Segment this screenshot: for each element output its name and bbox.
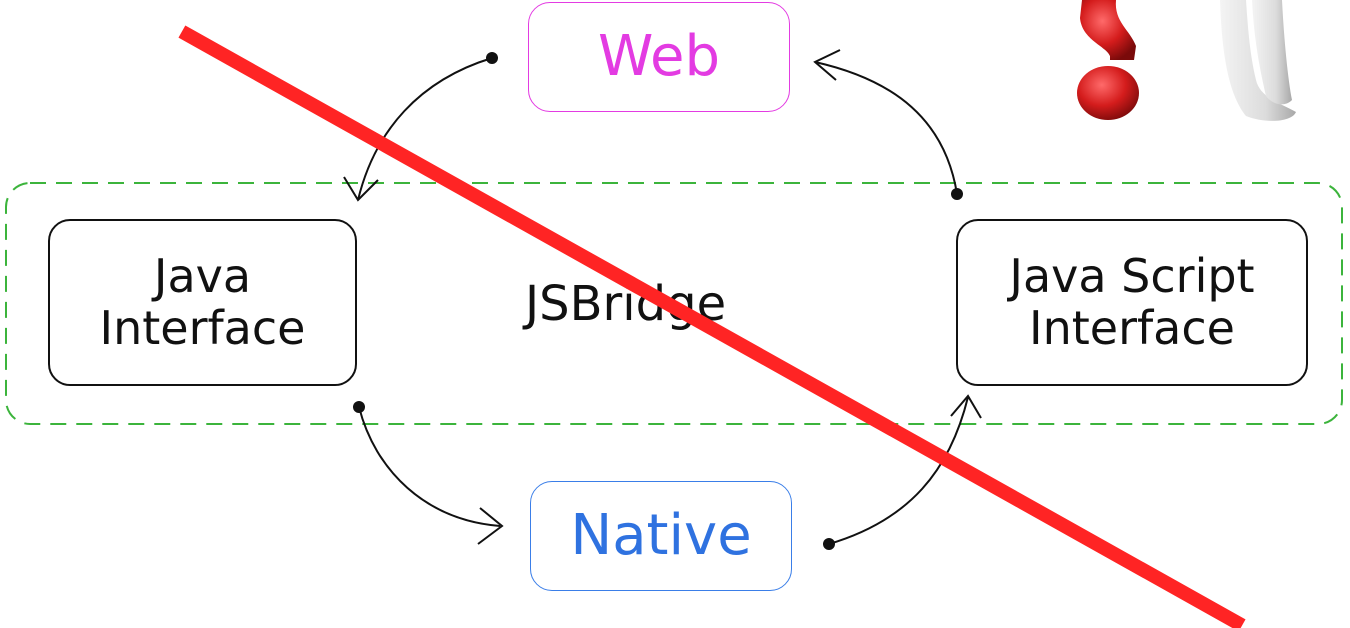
connector-dot (823, 538, 835, 550)
native-label: Native (570, 502, 752, 568)
connector-dot (353, 401, 365, 413)
java-interface-label-line2: Interface (99, 300, 306, 355)
connector-dot (486, 52, 498, 64)
jsbridge-label: JSBridge (525, 276, 727, 332)
question-mark-figure-icon (1077, 0, 1296, 121)
arrow-js-to-web (814, 61, 958, 195)
web-label: Web (597, 23, 721, 89)
javascript-interface-node: Java Script Interface (956, 219, 1308, 386)
java-interface-label-line1: Java (153, 248, 252, 303)
arrow-native-to-js (828, 396, 969, 545)
arrow-web-to-java (357, 57, 493, 201)
web-node: Web (528, 2, 790, 112)
connector-dot (951, 188, 963, 200)
javascript-interface-label-line2: Interface (1029, 300, 1235, 355)
native-node: Native (530, 481, 792, 591)
java-interface-node: Java Interface (48, 219, 357, 386)
javascript-interface-label-line1: Java Script (1009, 248, 1255, 303)
